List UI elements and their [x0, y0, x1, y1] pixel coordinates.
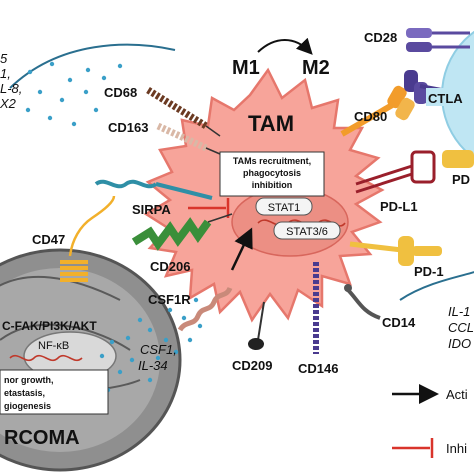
cd206-receptor — [131, 213, 233, 251]
cytokine-dot — [147, 327, 153, 333]
right-cytokine-3: IDO — [448, 336, 471, 351]
cytokine-dot — [93, 107, 99, 113]
cytokine-dot — [173, 349, 179, 355]
cytokine-dot — [27, 69, 33, 75]
legend-inhibition-label: Inhi — [446, 441, 467, 456]
legend: Acti Inhi — [392, 384, 468, 458]
left-cytokine-3: L-8, — [0, 81, 22, 96]
ctla-label: CTLA — [428, 91, 463, 106]
tam-recruitment-box: TAMs recruitment, phagocytosis inhibitio… — [219, 151, 325, 197]
pd1-label: PD-1 — [414, 264, 444, 279]
cytokine-dot — [25, 107, 31, 113]
cytokine-dot — [137, 317, 143, 323]
cytokine-dot — [47, 115, 53, 121]
sirpa-label: SIRPA — [132, 202, 171, 217]
cd146-label: CD146 — [298, 361, 338, 376]
m1-label: M1 — [232, 57, 260, 79]
legend-activation-label: Acti — [446, 387, 468, 402]
cytokine-dot — [37, 89, 43, 95]
cd14-label: CD14 — [382, 315, 416, 330]
csf1r-activation-arrow — [230, 227, 253, 271]
stat1-label: STAT1 — [268, 202, 301, 214]
cd68-label: CD68 — [104, 85, 137, 100]
cytokine-dot — [83, 89, 89, 95]
cytokine-dot — [117, 63, 123, 69]
cd68-receptor — [146, 87, 221, 137]
cytokine-flow-right — [399, 271, 474, 301]
csf1r-receptor — [177, 286, 233, 332]
csf1-label: CSF1, — [140, 342, 177, 357]
cytokine-dot — [71, 121, 77, 127]
cd209-label: CD209 — [232, 358, 272, 373]
csf1r-label: CSF1R — [148, 292, 191, 307]
cytokine-dot — [129, 357, 135, 363]
cytokine-dot — [99, 353, 105, 359]
cd28-receptor — [406, 28, 470, 52]
cd14-receptor — [344, 284, 381, 320]
tumor-outcome-2: etastasis, — [4, 388, 45, 398]
recruitment-line-1: TAMs recruitment, — [233, 156, 311, 166]
cd47-label: CD47 — [32, 232, 65, 247]
pdl1-receptor — [355, 150, 436, 194]
pd-partial-receptor — [442, 150, 474, 168]
ctla-label-bg — [426, 88, 474, 106]
cytokine-dot — [49, 61, 55, 67]
tumor-label: RCOMA — [4, 427, 80, 449]
cytokine-dot — [101, 75, 107, 81]
cd47-receptor — [60, 195, 116, 282]
left-cytokine-2: 1, — [0, 66, 11, 81]
cd80-receptor — [340, 85, 415, 137]
tumor-outcome-box: nor growth, etastasis, giogenesis — [0, 369, 109, 415]
pd-partial-label: PD — [452, 172, 470, 187]
stat36-label: STAT3/6 — [286, 226, 328, 238]
cytokine-dots — [25, 61, 203, 393]
cytokine-flow-top — [9, 43, 176, 89]
cytokine-dot — [155, 355, 161, 361]
tumor-pathway: C-FAK/PI3K/AKT — [2, 319, 97, 333]
cd209-receptor — [248, 301, 265, 350]
cytokine-dot — [193, 297, 199, 303]
cytokine-dot — [163, 337, 169, 343]
il34-label: IL-34 — [138, 358, 168, 373]
tam-label: TAM — [248, 111, 294, 136]
cytokine-dot — [125, 335, 131, 341]
cytokine-dot — [197, 323, 203, 329]
tumor-outcome-1: nor growth, — [4, 375, 54, 385]
stat36-box: STAT3/6 — [273, 221, 341, 240]
right-cytokine-list: IL-1 CCL IDO — [448, 304, 474, 351]
cytokine-dot — [181, 315, 187, 321]
recruitment-line-3: inhibition — [252, 180, 293, 190]
m2-label: M2 — [302, 57, 330, 79]
cd28-label: CD28 — [364, 30, 397, 45]
tumor-outcome-3: giogenesis — [4, 401, 51, 411]
recruitment-line-2: phagocytosis — [243, 168, 301, 178]
stat1-box: STAT1 — [255, 197, 313, 216]
tumor-nfkb: NF-κB — [38, 340, 69, 352]
cytokine-dot — [59, 97, 65, 103]
sirpa-receptor — [94, 179, 213, 200]
cytokine-dot — [117, 369, 123, 375]
cytokine-dot — [109, 339, 115, 345]
cd80-label: CD80 — [354, 109, 387, 124]
pd1-receptor — [349, 236, 442, 266]
right-cytokine-1: IL-1 — [448, 304, 470, 319]
cd163-receptor — [156, 122, 221, 155]
left-cytokine-4: X2 — [0, 96, 17, 111]
cd206-label: CD206 — [150, 259, 190, 274]
left-cytokine-1: 5 — [0, 51, 8, 66]
cytokine-dot — [147, 377, 153, 383]
cytokine-dot — [67, 77, 73, 83]
pdl1-label: PD-L1 — [380, 199, 418, 214]
m1-to-m2-arrow — [257, 37, 313, 55]
left-cytokine-list: 5 1, L-8, X2 — [0, 51, 22, 111]
cd163-label: CD163 — [108, 120, 148, 135]
cytokine-dot — [85, 67, 91, 73]
cytokine-dot — [167, 307, 173, 313]
right-cytokine-2: CCL — [448, 320, 474, 335]
tumor-dna — [9, 354, 83, 362]
cytokine-dot — [187, 337, 193, 343]
